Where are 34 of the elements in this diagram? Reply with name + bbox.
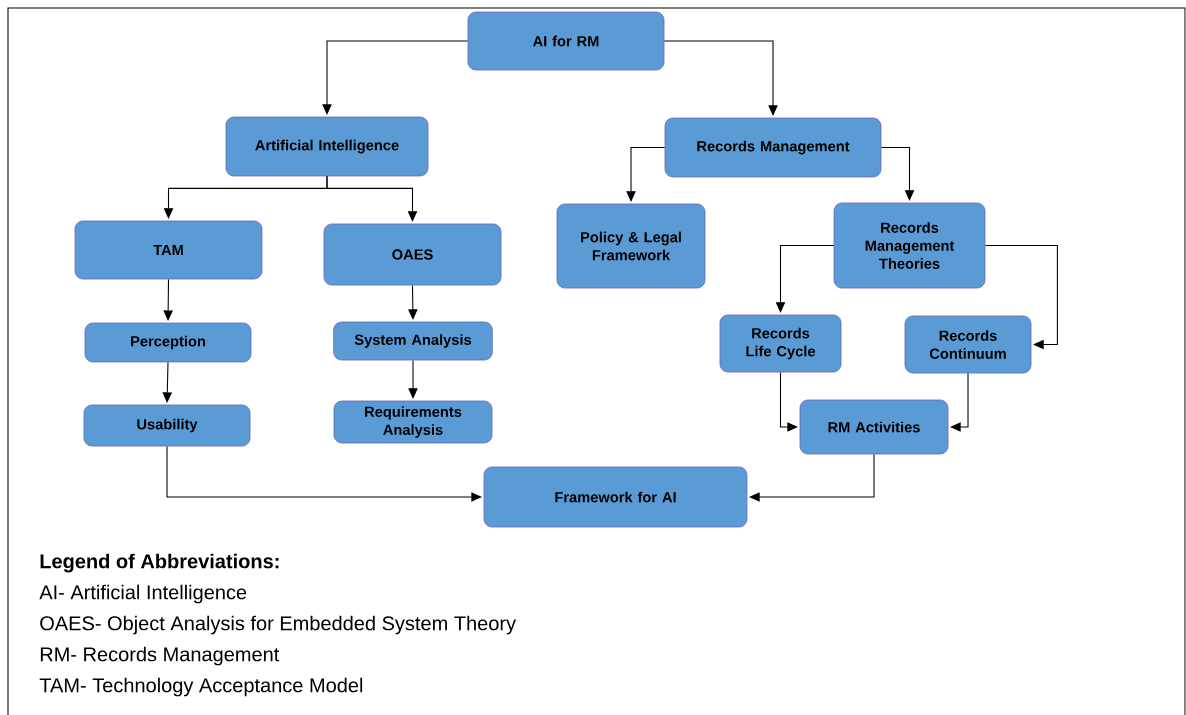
legend-heading: Legend of Abbreviations: xyxy=(40,553,279,573)
arrow xyxy=(880,146,915,201)
arrow xyxy=(408,284,418,320)
process-box: Records Management Theories xyxy=(833,202,986,289)
arrow xyxy=(326,175,418,222)
arrow xyxy=(663,40,778,116)
process-box: Records Management xyxy=(664,117,882,178)
legend-entry: AI- Artificial Intelligence xyxy=(39,584,247,604)
arrow xyxy=(163,278,173,321)
process-box: Records Continuum xyxy=(904,315,1032,374)
process-box: Artificial Intelligence xyxy=(225,116,429,177)
arrow xyxy=(626,146,666,202)
arrow xyxy=(322,40,469,115)
process-box: RM Activities xyxy=(799,399,949,455)
arrow xyxy=(408,359,418,399)
process-box: TAM xyxy=(74,220,263,280)
arrow xyxy=(779,371,798,432)
process-box: Usability xyxy=(83,404,251,447)
legend-entry: TAM- Technology Acceptance Model xyxy=(39,677,363,697)
process-box: Framework for AI xyxy=(483,466,748,528)
process-box: System Analysis xyxy=(333,321,493,361)
arrow xyxy=(950,372,969,432)
legend-entry: OAES- Object Analysis for Embedded System Theory xyxy=(40,615,516,635)
legend-entry: RM- Records Management xyxy=(40,646,280,666)
process-box: AI for RM xyxy=(467,11,665,71)
process-box: Policy & Legal Framework xyxy=(556,203,706,289)
process-box: Perception xyxy=(84,322,252,363)
process-box: Requirements Analysis xyxy=(333,400,493,444)
arrow xyxy=(162,361,173,403)
arrow xyxy=(984,244,1058,350)
arrow xyxy=(749,453,875,502)
process-box: OAES xyxy=(323,223,502,286)
arrow xyxy=(166,445,482,502)
process-box: Records Life Cycle xyxy=(719,314,842,373)
